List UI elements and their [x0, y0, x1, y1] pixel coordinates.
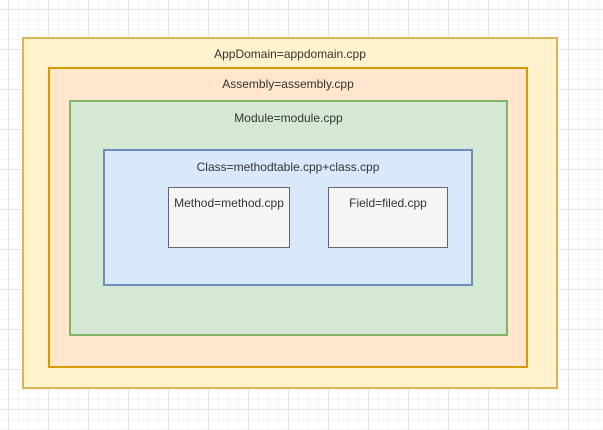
- shape-class-label: Class=methodtable.cpp+class.cpp: [196, 160, 380, 174]
- shape-assembly[interactable]: Assembly=assembly.cpp Module=module.cpp …: [48, 67, 528, 368]
- shape-appdomain[interactable]: AppDomain=appdomain.cpp Assembly=assembl…: [22, 37, 558, 389]
- shape-method-label: Method=method.cpp: [174, 196, 284, 210]
- shape-method[interactable]: Method=method.cpp: [168, 187, 290, 248]
- shape-class[interactable]: Class=methodtable.cpp+class.cpp Method=m…: [103, 149, 473, 286]
- shape-module[interactable]: Module=module.cpp Class=methodtable.cpp+…: [69, 100, 508, 336]
- shape-field-label: Field=filed.cpp: [349, 196, 427, 210]
- shape-appdomain-label: AppDomain=appdomain.cpp: [214, 47, 366, 61]
- shape-module-label: Module=module.cpp: [234, 111, 343, 125]
- shape-assembly-label: Assembly=assembly.cpp: [222, 77, 354, 91]
- shape-field[interactable]: Field=filed.cpp: [328, 187, 448, 248]
